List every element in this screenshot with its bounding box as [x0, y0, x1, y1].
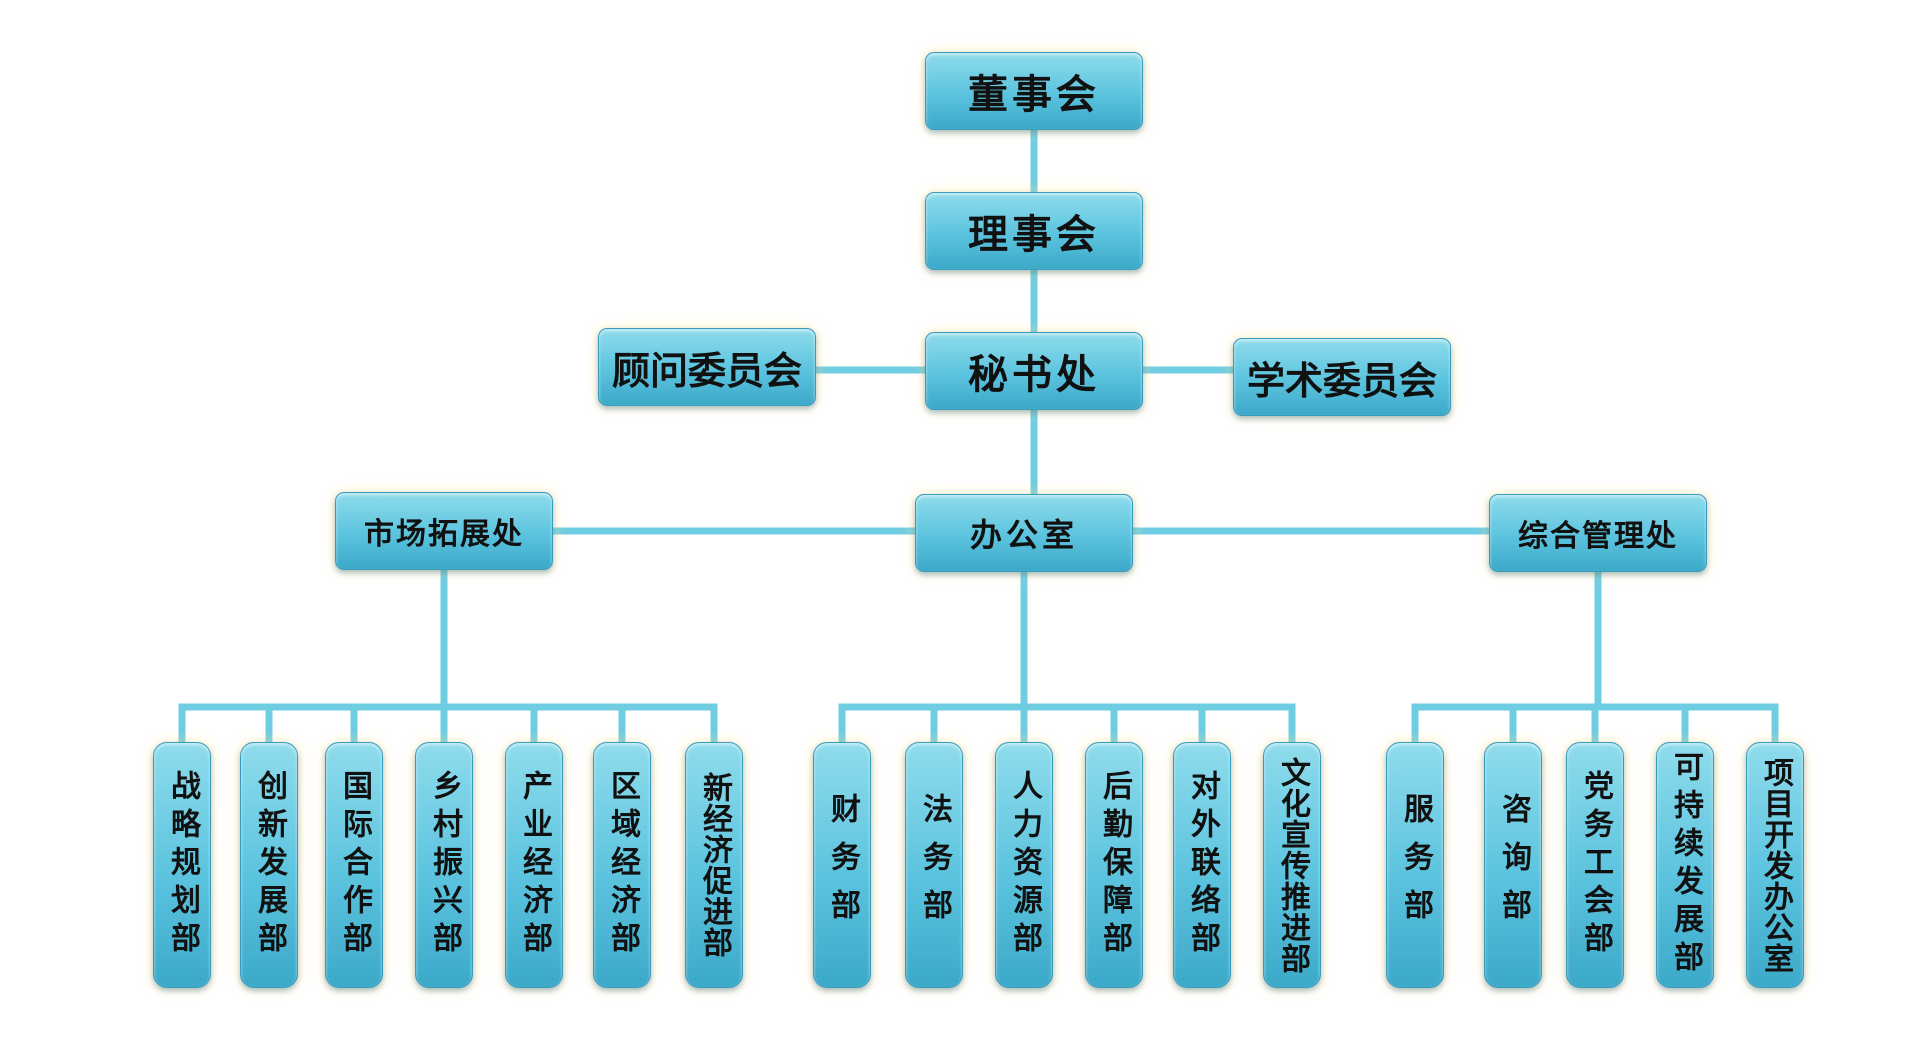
dept-party-union: 党务工会部: [1566, 742, 1624, 988]
node-market-expansion: 市场拓展处: [335, 492, 553, 570]
dept-industrial-economy: 产业经济部: [505, 742, 563, 988]
node-council: 理事会: [925, 192, 1143, 270]
dept-strategic-planning: 战略规划部: [153, 742, 211, 988]
dept-innovation-development: 创新发展部: [240, 742, 298, 988]
dept-project-development-office: 项目开发办公室: [1746, 742, 1804, 988]
dept-international-cooperation: 国际合作部: [325, 742, 383, 988]
dept-consulting: 咨询部: [1484, 742, 1542, 988]
node-general-management: 综合管理处: [1489, 494, 1707, 572]
node-advisory-committee: 顾问委员会: [598, 328, 816, 406]
dept-culture-publicity: 文化宣传推进部: [1263, 742, 1321, 988]
node-secretariat: 秘书处: [925, 332, 1143, 410]
dept-rural-revitalization: 乡村振兴部: [415, 742, 473, 988]
dept-finance: 财务部: [813, 742, 871, 988]
node-academic-committee: 学术委员会: [1233, 338, 1451, 416]
dept-external-liaison: 对外联络部: [1173, 742, 1231, 988]
dept-human-resources: 人力资源部: [995, 742, 1053, 988]
dept-sustainable-development: 可持续发展部: [1656, 742, 1714, 988]
dept-regional-economy: 区域经济部: [593, 742, 651, 988]
dept-legal: 法务部: [905, 742, 963, 988]
node-office: 办公室: [915, 494, 1133, 572]
dept-logistics: 后勤保障部: [1085, 742, 1143, 988]
dept-services: 服务部: [1386, 742, 1444, 988]
node-board: 董事会: [925, 52, 1143, 130]
dept-new-economy-promotion: 新经济促进部: [685, 742, 743, 988]
